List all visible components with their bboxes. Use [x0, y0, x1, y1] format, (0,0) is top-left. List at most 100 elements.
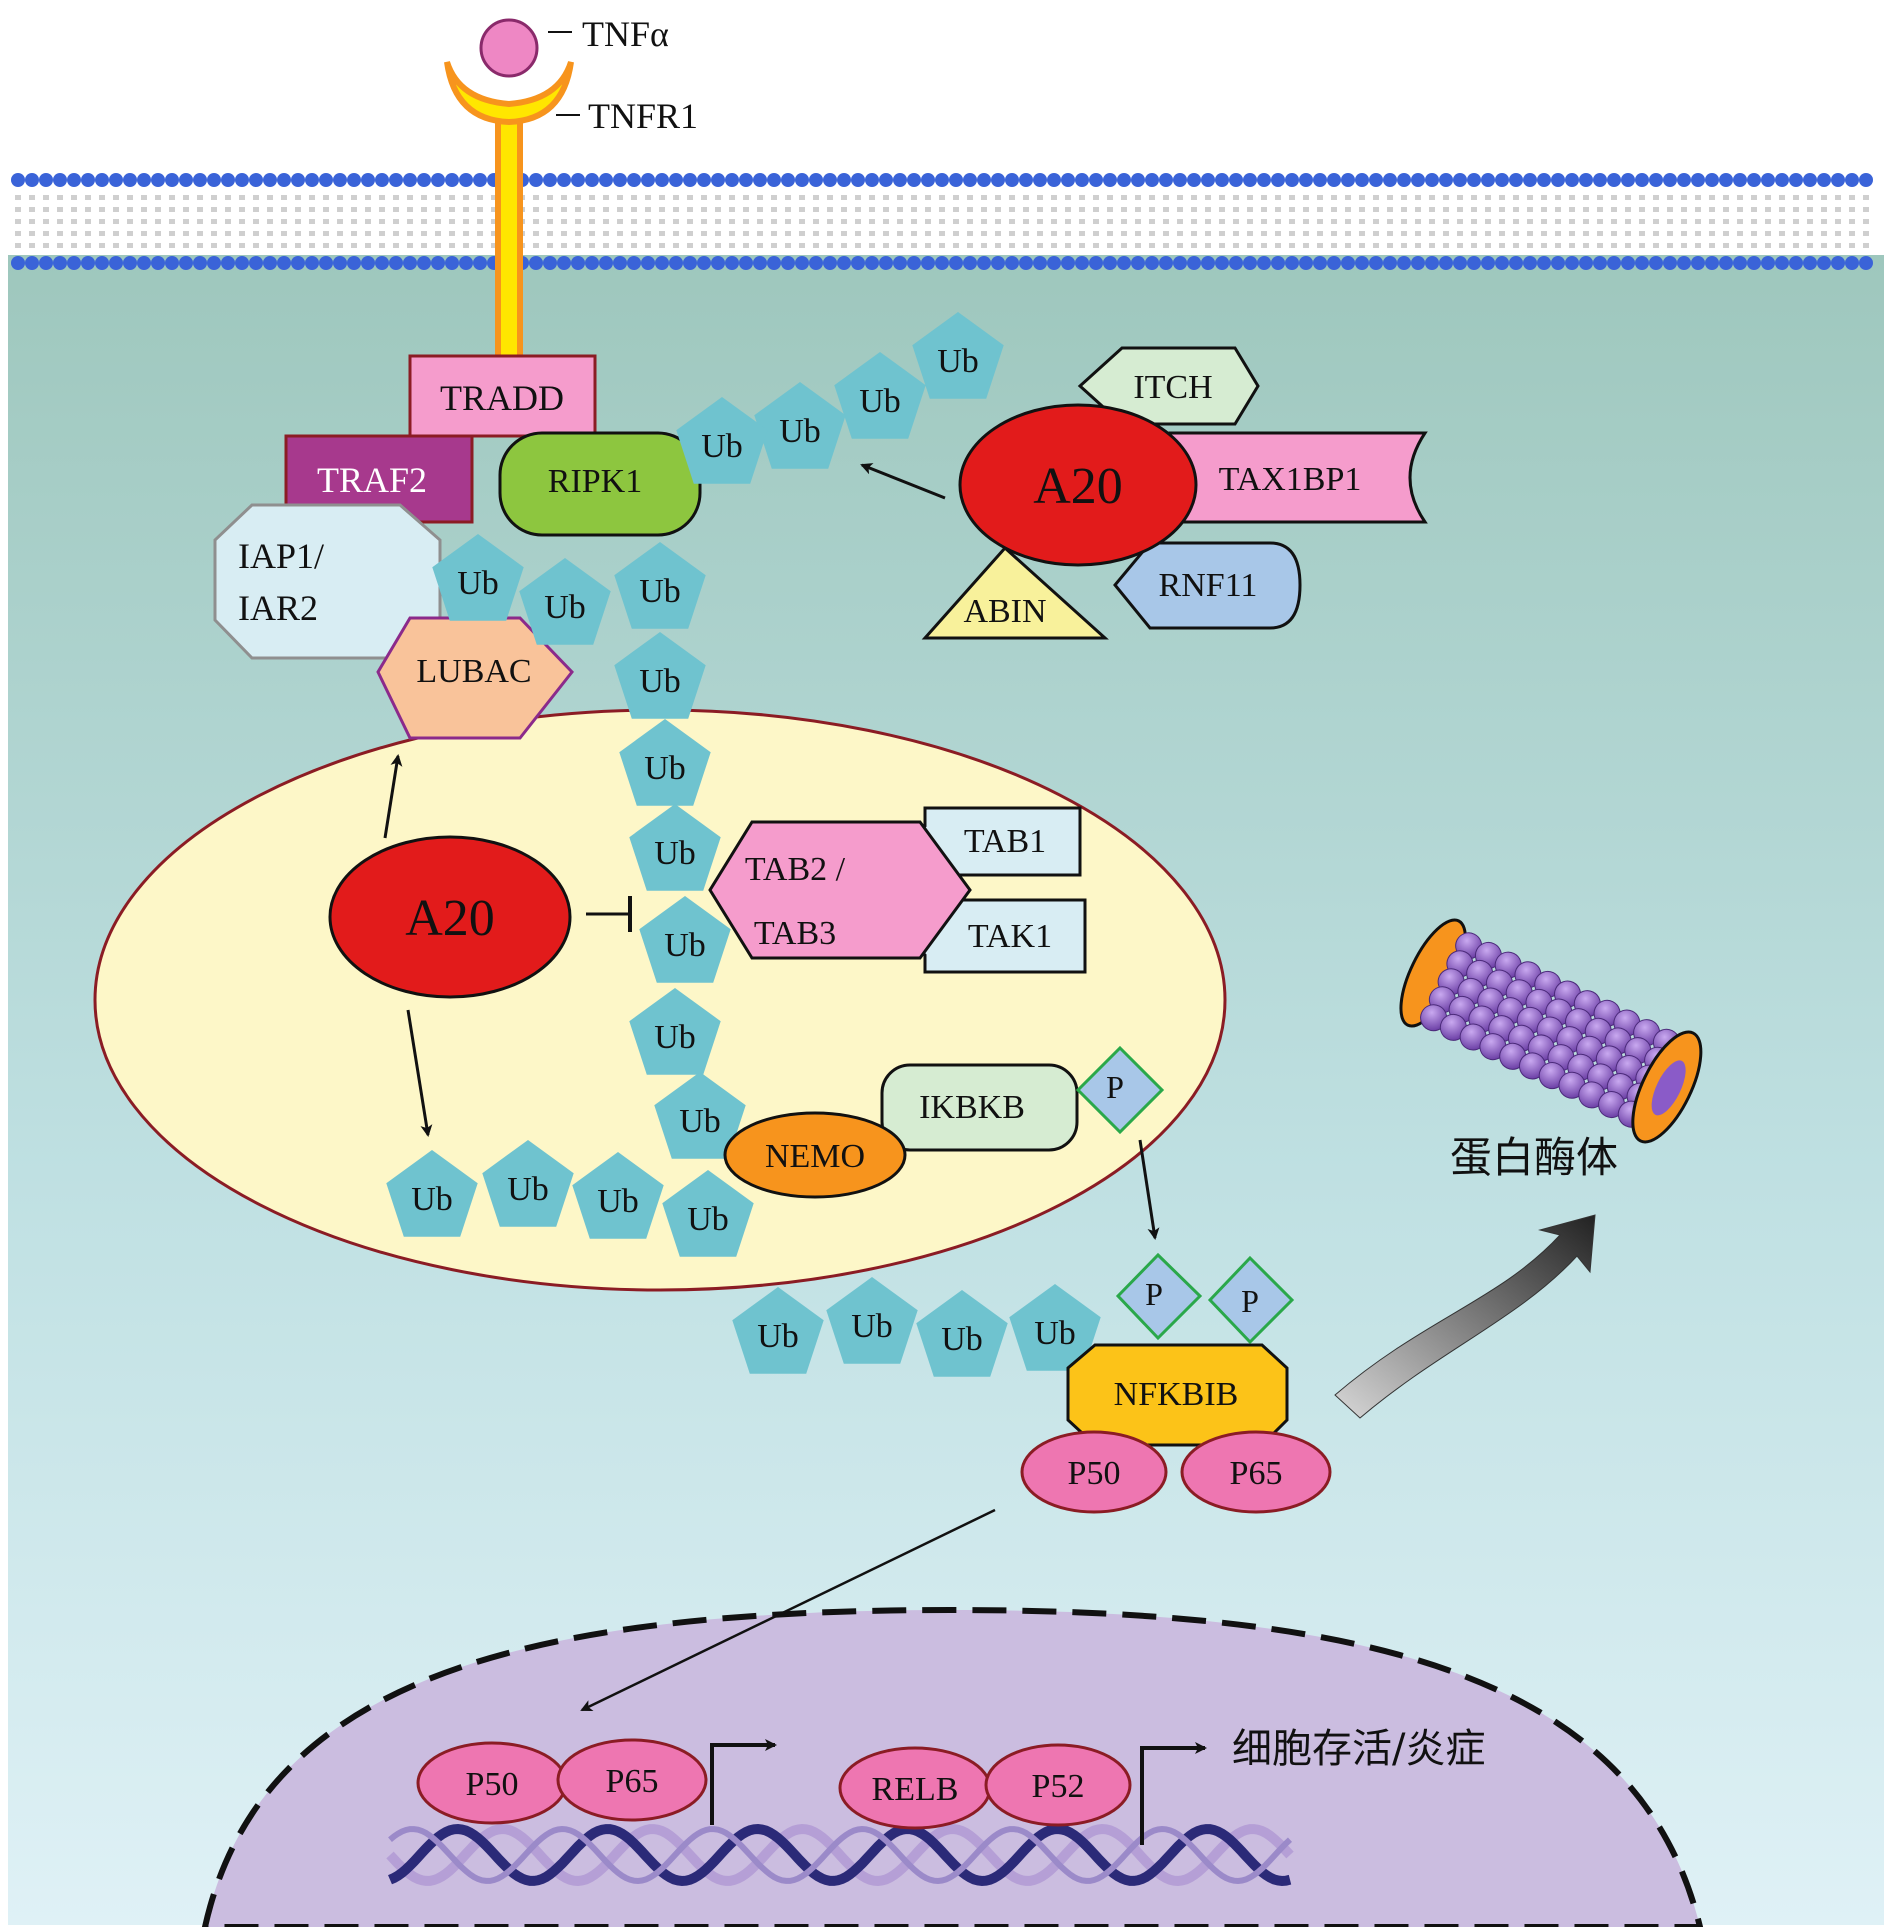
- membrane-tail: [617, 207, 623, 212]
- membrane-tail: [43, 231, 49, 236]
- membrane-tail: [407, 207, 413, 212]
- membrane-tail: [1765, 195, 1771, 200]
- ubiquitin-label: Ub: [1034, 1315, 1076, 1352]
- membrane-bead: [1299, 173, 1313, 187]
- ubiquitin-pentagon: Ub: [732, 1287, 824, 1374]
- ubiquitin-pentagon: Ub: [916, 1290, 1008, 1377]
- membrane-tail: [1765, 231, 1771, 236]
- membrane-tail: [491, 219, 497, 224]
- membrane-tail: [897, 243, 903, 248]
- a20-top-ellipse: [958, 403, 1198, 567]
- membrane-tail: [1555, 243, 1561, 248]
- membrane-bead: [851, 256, 865, 270]
- membrane-tail: [575, 243, 581, 248]
- membrane-tail: [225, 207, 231, 212]
- membrane-tail: [365, 207, 371, 212]
- membrane-tail: [1709, 207, 1715, 212]
- membrane-tail: [421, 243, 427, 248]
- membrane-tail: [1345, 195, 1351, 200]
- membrane-tail: [1541, 243, 1547, 248]
- membrane-tail: [925, 231, 931, 236]
- membrane-tail: [1261, 231, 1267, 236]
- membrane-tail: [1835, 219, 1841, 224]
- membrane-tail: [1443, 243, 1449, 248]
- membrane-bead: [25, 173, 39, 187]
- membrane-tail: [225, 243, 231, 248]
- membrane-tail: [1611, 195, 1617, 200]
- membrane-tail: [141, 231, 147, 236]
- membrane-tail: [785, 195, 791, 200]
- membrane-bead: [1089, 256, 1103, 270]
- membrane-tail: [1303, 219, 1309, 224]
- membrane-tail: [533, 231, 539, 236]
- membrane-tail: [757, 231, 763, 236]
- membrane-tail: [211, 195, 217, 200]
- membrane-tail: [435, 243, 441, 248]
- membrane-bead: [1061, 173, 1075, 187]
- ubiquitin-label: Ub: [779, 413, 821, 450]
- membrane-tail: [365, 195, 371, 200]
- membrane-tail: [1667, 207, 1673, 212]
- membrane-tail: [1681, 207, 1687, 212]
- membrane-bead: [641, 173, 655, 187]
- membrane-tail: [1429, 219, 1435, 224]
- traf2-label: TRAF2: [317, 460, 427, 500]
- membrane-tail: [281, 219, 287, 224]
- membrane-bead: [1607, 173, 1621, 187]
- a20-top-label: A20: [1033, 458, 1123, 515]
- membrane-bead: [193, 173, 207, 187]
- membrane-bead: [347, 173, 361, 187]
- membrane-tail: [1037, 243, 1043, 248]
- membrane-tail: [323, 207, 329, 212]
- membrane-bead: [1369, 256, 1383, 270]
- membrane-tail: [309, 195, 315, 200]
- membrane-tail: [1149, 219, 1155, 224]
- membrane-tail: [799, 243, 805, 248]
- membrane-tail: [1471, 195, 1477, 200]
- membrane-tail: [1513, 219, 1519, 224]
- membrane-tail: [1667, 195, 1673, 200]
- membrane-tail: [15, 243, 21, 248]
- membrane-tail: [715, 207, 721, 212]
- membrane-tail: [1275, 207, 1281, 212]
- membrane-tail: [1597, 231, 1603, 236]
- membrane-bead: [1579, 173, 1593, 187]
- membrane-tail: [1569, 243, 1575, 248]
- membrane-tail: [323, 243, 329, 248]
- membrane-tail: [575, 219, 581, 224]
- membrane-tail: [799, 207, 805, 212]
- membrane-tail: [421, 219, 427, 224]
- membrane-tail: [99, 243, 105, 248]
- p52-ellipse: [984, 1743, 1132, 1827]
- membrane-tail: [1429, 231, 1435, 236]
- membrane-tail: [1359, 231, 1365, 236]
- membrane-bead: [1509, 173, 1523, 187]
- membrane-tail: [589, 231, 595, 236]
- membrane-tail: [1387, 207, 1393, 212]
- membrane-tail: [421, 195, 427, 200]
- membrane-tail: [477, 231, 483, 236]
- membrane-tail: [1135, 195, 1141, 200]
- membrane-tail: [43, 219, 49, 224]
- transcription-arrow-2: [1140, 1742, 1207, 1845]
- membrane-tail: [603, 219, 609, 224]
- tnfr1-receptor: [444, 61, 574, 360]
- membrane-bead: [1047, 256, 1061, 270]
- membrane-tail: [1863, 219, 1869, 224]
- membrane-tail: [1653, 195, 1659, 200]
- membrane-tail: [1065, 207, 1071, 212]
- membrane-tail: [1331, 219, 1337, 224]
- ubiquitin-pentagon: Ub: [662, 1170, 754, 1257]
- membrane-tail: [1023, 207, 1029, 212]
- membrane-tail: [295, 231, 301, 236]
- membrane-tail: [785, 231, 791, 236]
- membrane-tail: [785, 207, 791, 212]
- membrane-tail: [407, 231, 413, 236]
- membrane-tail: [967, 219, 973, 224]
- membrane-tail: [379, 219, 385, 224]
- membrane-bead: [123, 256, 137, 270]
- membrane-tail: [1527, 195, 1533, 200]
- rnf11-label: RNF11: [1159, 567, 1258, 604]
- membrane-tail: [1317, 243, 1323, 248]
- membrane-tail: [939, 195, 945, 200]
